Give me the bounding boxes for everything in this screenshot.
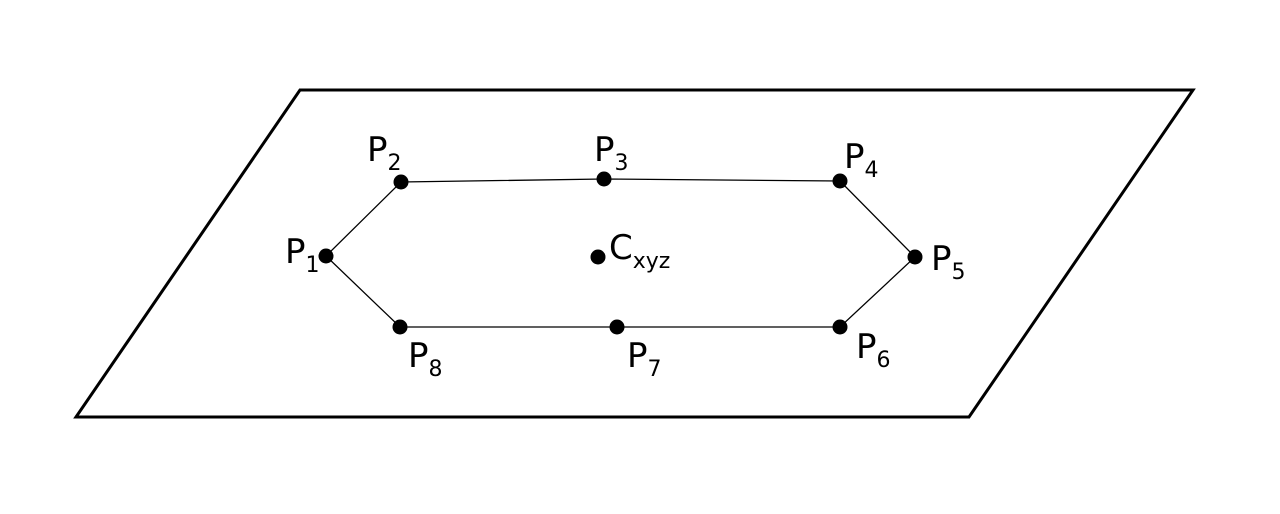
- label-p6: P6: [856, 327, 891, 373]
- point-p4-marker: [832, 173, 848, 189]
- point-p1-marker: [318, 248, 334, 264]
- point-p6-marker: [832, 319, 848, 335]
- label-p1: P1: [285, 232, 320, 278]
- label-p3: P3: [594, 130, 629, 176]
- label-p5: P5: [931, 239, 966, 285]
- point-p7-marker: [609, 319, 625, 335]
- center-marker: [590, 249, 606, 265]
- label-center: Cxyz: [609, 228, 670, 274]
- label-p4: P4: [844, 137, 879, 183]
- point-p2-marker: [393, 174, 409, 190]
- point-p8-marker: [392, 319, 408, 335]
- label-p8: P8: [408, 336, 443, 382]
- point-p3-marker: [596, 171, 612, 187]
- label-p2: P2: [367, 130, 402, 176]
- label-p7: P7: [627, 336, 662, 382]
- plane-parallelogram: [73, 88, 1196, 419]
- point-p5-marker: [907, 249, 923, 265]
